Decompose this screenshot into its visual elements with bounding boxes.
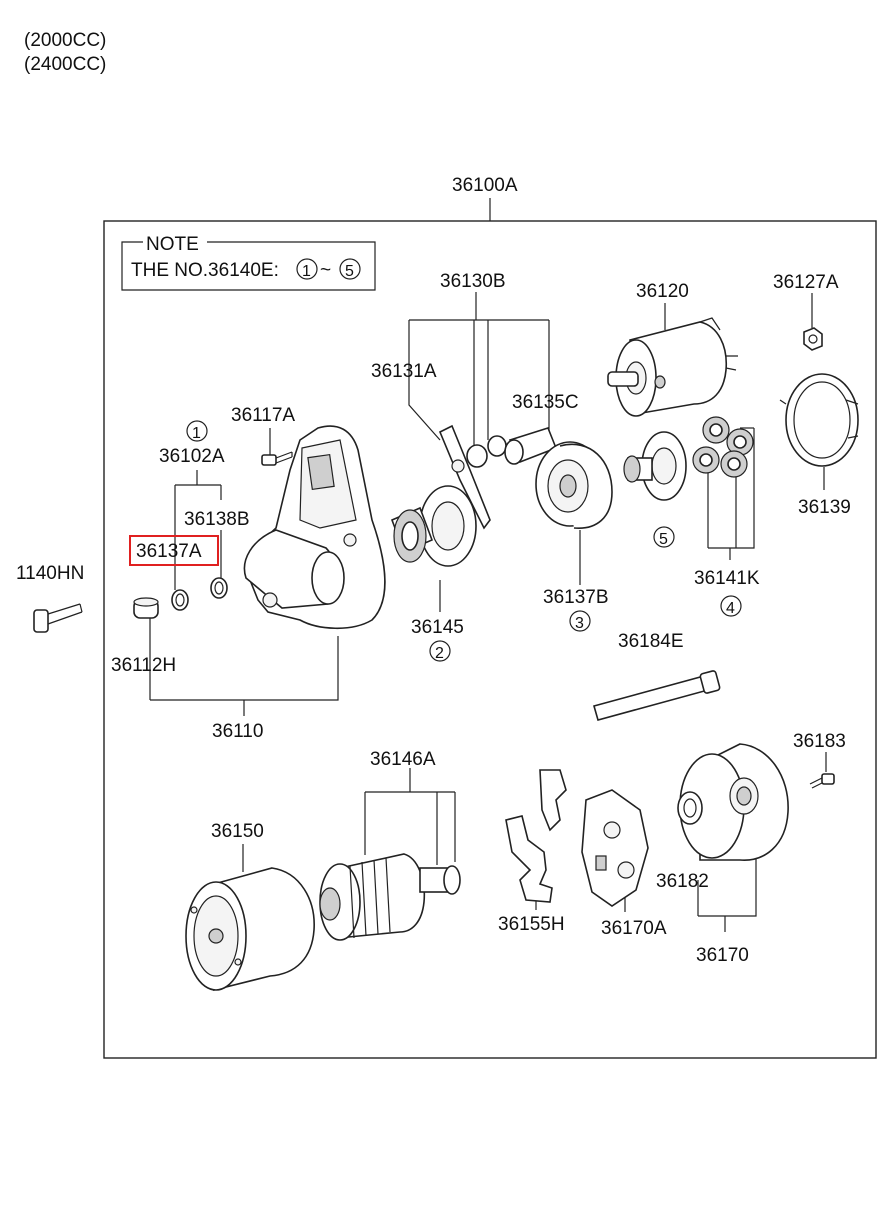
yoke-36150-part[interactable] [185, 867, 315, 992]
circled-markers: 1 2 3 4 5 [186, 420, 742, 662]
marker-3 [569, 610, 591, 632]
label-36141K[interactable]: 36141K [694, 568, 760, 589]
note-text: THE NO.36140E: [131, 260, 279, 281]
part-labels: 36130B 36120 36127A 36131A 36135C 36117A… [16, 271, 851, 966]
armature-36146A-part[interactable] [319, 853, 461, 941]
label-36139[interactable]: 36139 [798, 497, 851, 518]
bushing-36112H-part[interactable] [133, 597, 159, 619]
nut-36127A-part[interactable] [803, 327, 823, 351]
pinion-36145-part[interactable] [390, 485, 477, 567]
variant-2000cc: (2000CC) [24, 30, 106, 51]
marker-1 [186, 420, 208, 442]
label-36146A[interactable]: 36146A [370, 749, 436, 770]
highlight-box [129, 535, 219, 566]
label-36130B[interactable]: 36130B [440, 271, 506, 292]
label-36184E[interactable]: 36184E [618, 631, 684, 652]
label-36127A[interactable]: 36127A [773, 272, 839, 293]
label-36170[interactable]: 36170 [696, 945, 749, 966]
solenoid-36120-part[interactable] [607, 317, 738, 417]
svg-text:3: 3 [575, 615, 584, 632]
cover-36139-part[interactable] [779, 373, 859, 467]
lever-36131A-part[interactable] [438, 424, 491, 530]
leader-lines [149, 292, 827, 932]
label-36135C[interactable]: 36135C [512, 392, 579, 413]
label-36102A[interactable]: 36102A [159, 446, 225, 467]
bolt-36117A-part[interactable] [261, 451, 293, 466]
svg-text:5: 5 [659, 531, 668, 548]
marker-2 [429, 640, 451, 662]
label-36131A[interactable]: 36131A [371, 361, 437, 382]
note-box: NOTE THE NO.36140E: 1 ~ 5 [121, 234, 376, 291]
through-bolt-36184E-part[interactable] [593, 670, 721, 721]
note-title: NOTE [146, 234, 199, 255]
brush-holder-36155H-part[interactable] [505, 769, 567, 903]
planet-gears-36141K-part[interactable] [692, 416, 754, 478]
svg-text:1: 1 [302, 263, 311, 280]
marker-4 [720, 595, 742, 617]
label-36182[interactable]: 36182 [656, 871, 709, 892]
note-marker-1 [296, 258, 318, 280]
ball-36130B-part[interactable] [466, 435, 507, 468]
svg-text:5: 5 [345, 263, 354, 280]
label-36150[interactable]: 36150 [211, 821, 264, 842]
marker-5 [653, 526, 675, 548]
label-36170A[interactable]: 36170A [601, 918, 667, 939]
svg-text:1: 1 [192, 425, 201, 442]
ring-36138B-part[interactable] [210, 577, 228, 599]
bolt-1140HN-part[interactable] [33, 603, 83, 633]
note-range-sep: ~ [320, 260, 331, 281]
label-36137A[interactable]: 36137A [136, 541, 202, 562]
carrier-part[interactable] [623, 431, 687, 501]
brush-plate-36170A-part[interactable] [581, 789, 649, 907]
label-36145[interactable]: 36145 [411, 617, 464, 638]
label-36138B[interactable]: 36138B [184, 509, 250, 530]
svg-text:2: 2 [435, 645, 444, 662]
gear-housing-36137B-part[interactable] [535, 441, 613, 529]
label-36120[interactable]: 36120 [636, 281, 689, 302]
label-36110[interactable]: 36110 [212, 721, 263, 742]
screw-36183-part[interactable] [809, 773, 835, 789]
label-36183[interactable]: 36183 [793, 731, 846, 752]
svg-text:4: 4 [726, 600, 735, 617]
bushing-36182-part[interactable] [677, 791, 703, 825]
front-housing-part[interactable] [243, 425, 386, 630]
label-36137B[interactable]: 36137B [543, 587, 609, 608]
label-36117A[interactable]: 36117A [231, 405, 295, 426]
variant-2400cc: (2400CC) [24, 54, 106, 75]
note-marker-5 [339, 258, 361, 280]
ring-36137A-part[interactable] [171, 589, 189, 611]
label-36100A[interactable]: 36100A [452, 175, 518, 196]
label-36155H[interactable]: 36155H [498, 914, 565, 935]
rear-cover-36170-part[interactable] [679, 743, 789, 861]
assembly-frame [103, 220, 877, 1059]
label-1140HN[interactable]: 1140HN [16, 563, 84, 584]
label-36112H[interactable]: 36112H [111, 655, 176, 676]
